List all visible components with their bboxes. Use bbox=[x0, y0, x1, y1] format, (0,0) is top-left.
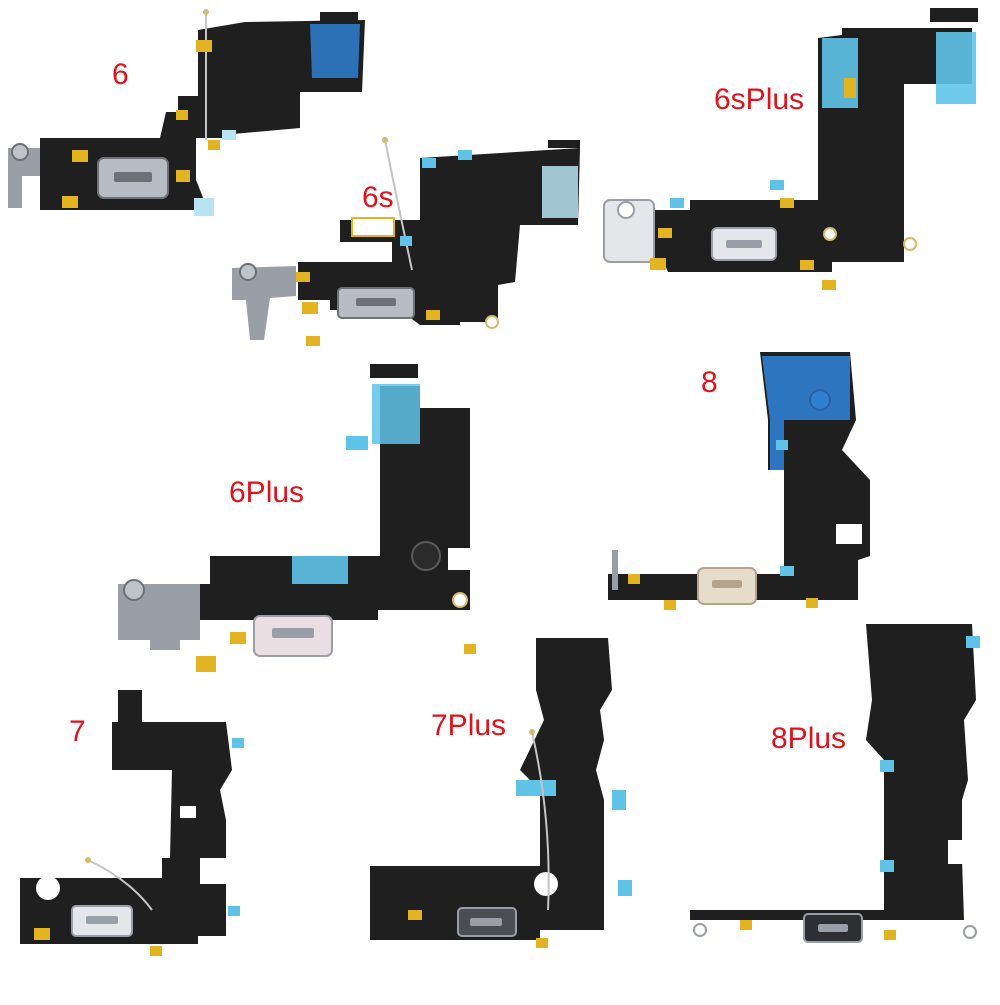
iphone-6s-plus-flex-cable bbox=[603, 8, 978, 290]
iphone-7-flex-cable bbox=[20, 690, 244, 956]
iphone-7-plus-flex-cable bbox=[370, 638, 632, 948]
label-iphone-7-plus: 7Plus bbox=[431, 709, 507, 742]
label-iphone-8: 8 bbox=[701, 366, 718, 399]
iphone-8-flex-cable bbox=[608, 352, 870, 610]
label-iphone-6-plus: 6Plus bbox=[229, 476, 305, 509]
label-iphone-8-plus: 8Plus bbox=[771, 722, 847, 755]
iphone-6-plus-flex-cable bbox=[118, 364, 476, 672]
label-iphone-6s-plus: 6sPlus bbox=[714, 83, 805, 116]
label-iphone-6: 6 bbox=[112, 58, 129, 91]
iphone-8-plus-flex-cable bbox=[690, 624, 980, 943]
label-iphone-6s: 6s bbox=[362, 181, 394, 214]
label-iphone-7: 7 bbox=[69, 715, 86, 748]
iphone-6-flex-cable bbox=[8, 9, 365, 216]
iphone-6s-flex-cable bbox=[232, 137, 580, 346]
